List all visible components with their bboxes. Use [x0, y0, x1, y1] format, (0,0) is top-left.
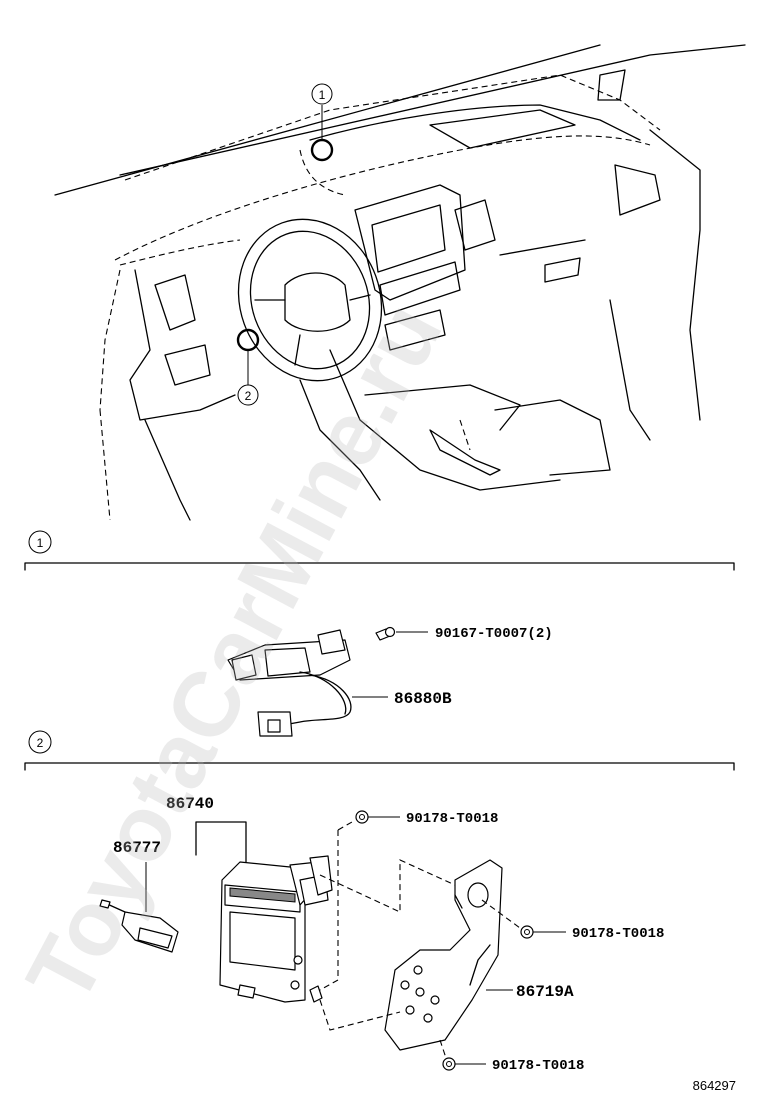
section-1-callout: 1 [37, 536, 44, 550]
section-1: 1 90167-T0007(2) 86880B [24, 530, 735, 737]
label-86719A: 86719A [516, 983, 574, 1001]
bolt-ecu [309, 985, 323, 1003]
part-86740-drawing [219, 855, 333, 1003]
dashboard-overview: 1 2 [54, 44, 746, 521]
part-86880B-drawing [227, 629, 352, 737]
section-2: 2 86740 86777 [24, 730, 735, 1074]
nut-90178-T0018-a [355, 810, 369, 824]
nut-90178-T0018-c [442, 1057, 456, 1071]
label-86740: 86740 [166, 795, 214, 813]
part-86777-drawing [99, 899, 179, 953]
overview-callout-2: 2 [245, 389, 252, 403]
diagram-id: 864297 [693, 1078, 736, 1093]
label-90178-T0018-c: 90178-T0018 [492, 1058, 584, 1074]
part-86719A-drawing [384, 859, 503, 1051]
part-90167-T0007-drawing [375, 626, 396, 641]
label-90167-T0007: 90167-T0007(2) [435, 626, 553, 642]
location-marker-1 [310, 138, 334, 162]
label-90178-T0018-b: 90178-T0018 [572, 926, 664, 942]
label-86880B: 86880B [394, 690, 452, 708]
overview-callout-1: 1 [319, 88, 326, 102]
section-2-callout: 2 [37, 736, 44, 750]
label-90178-T0018-a: 90178-T0018 [406, 811, 498, 827]
label-86777: 86777 [113, 839, 161, 857]
nut-90178-T0018-b [520, 925, 534, 939]
